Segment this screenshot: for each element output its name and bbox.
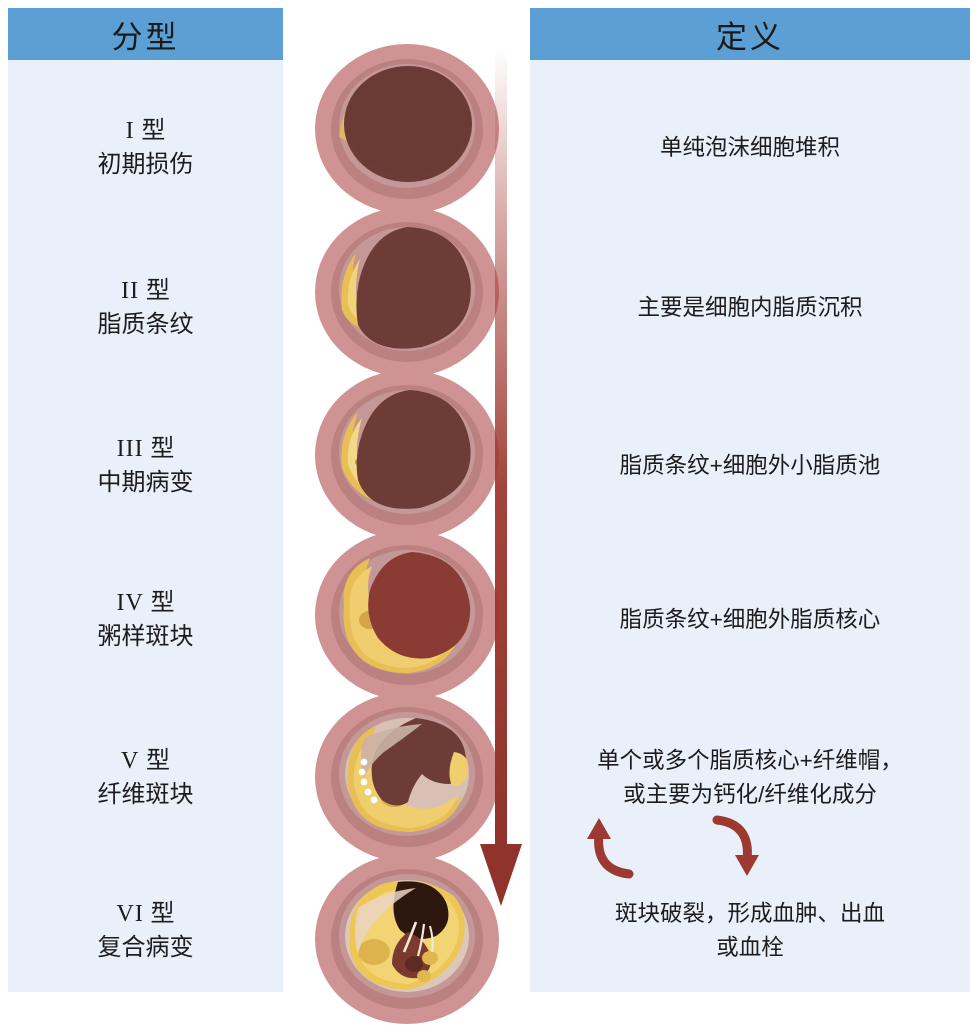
- type-name-4: 粥样斑块: [97, 623, 194, 650]
- roman-numeral-5: V: [120, 747, 140, 774]
- vessel-svg-5: [314, 692, 499, 862]
- type-cell-5: V 型 纤维斑块: [8, 698, 283, 858]
- definition-cell-1: 单纯泡沫细胞堆积: [530, 68, 970, 228]
- roman-numeral-6: VI: [116, 900, 144, 927]
- type-cell-3: III 型 中期病变: [8, 386, 283, 546]
- definition-cell-2: 主要是细胞内脂质沉积: [530, 228, 970, 388]
- type-cell-4: IV 型 粥样斑块: [8, 540, 283, 700]
- regression-curved-arrow-icon: [587, 818, 634, 879]
- vessel-cross-section-3: [312, 368, 502, 548]
- progression-arrow-icon: [480, 48, 522, 906]
- roman-numeral-1: I: [125, 117, 135, 144]
- definition-text-1-line-1: 单纯泡沫细胞堆积: [659, 135, 840, 161]
- roman-numeral-2: II: [121, 277, 140, 304]
- definition-cell-4: 脂质条纹+细胞外脂质核心: [530, 540, 970, 700]
- vessel-svg-6: [314, 854, 499, 1024]
- definition-cell-3: 脂质条纹+细胞外小脂质池: [530, 386, 970, 546]
- definition-text-6-line-1: 斑块破裂，形成血肿、出血: [614, 901, 885, 927]
- roman-suffix-6: 型: [150, 899, 175, 927]
- definition-text-5-line-2: 或主要为钙化/纤维化成分: [623, 782, 877, 807]
- vessel-svg-2: [314, 207, 499, 377]
- type-name-6: 复合病变: [97, 934, 194, 961]
- definition-cell-5: 单个或多个脂质核心+纤维帽， 或主要为钙化/纤维化成分: [530, 698, 970, 858]
- type-column-header: 分型: [8, 8, 283, 60]
- progression-curved-arrow-icon: [712, 815, 759, 876]
- type-roman-line-3: III 型: [117, 432, 175, 466]
- type-cell-1: I 型 初期损伤: [8, 68, 283, 228]
- roman-suffix-1: 型: [141, 116, 166, 144]
- type-name-5: 纤维斑块: [97, 781, 194, 808]
- type-cell-6: VI 型 复合病变: [8, 856, 283, 1006]
- vessel-svg-1: [314, 44, 499, 214]
- type-name-1: 初期损伤: [97, 151, 194, 178]
- definition-column-header-label: 定义: [716, 19, 784, 55]
- definition-text-4-line-1: 脂质条纹+细胞外脂质核心: [619, 607, 881, 633]
- definition-text-3-line-1: 脂质条纹+细胞外小脂质池: [619, 453, 881, 479]
- type-column: 分型 I 型 初期损伤 II 型 脂质条纹 III 型 中期病变 IV 型 粥样…: [8, 8, 283, 992]
- type-name-2: 脂质条纹: [97, 311, 194, 338]
- definition-column-header: 定义: [530, 8, 970, 60]
- definition-text-5-line-1: 单个或多个脂质核心+纤维帽，: [597, 748, 903, 774]
- definition-text-2-line-1: 主要是细胞内脂质沉积: [637, 295, 863, 321]
- roman-numeral-3: III: [116, 435, 144, 462]
- roman-suffix-4: 型: [150, 588, 175, 616]
- vessel-cross-section-5: [312, 690, 502, 870]
- roman-suffix-5: 型: [146, 746, 170, 774]
- type-roman-line-4: IV 型: [117, 586, 175, 620]
- type-roman-line-5: V 型: [121, 744, 170, 778]
- type-column-header-label: 分型: [111, 19, 180, 55]
- type-roman-line-6: VI 型: [117, 897, 175, 931]
- type-roman-line-2: II 型: [121, 274, 170, 308]
- vessel-cross-section-1: [312, 42, 502, 222]
- type-cell-2: II 型 脂质条纹: [8, 228, 283, 388]
- vessel-cross-section-4: [312, 528, 502, 708]
- definition-text-6-line-2: 或血栓: [716, 935, 784, 960]
- type-roman-line-1: I 型: [126, 114, 166, 148]
- definition-cell-6: 斑块破裂，形成血肿、出血 或血栓: [530, 856, 970, 1006]
- roman-suffix-3: 型: [150, 434, 175, 462]
- vessel-svg-4: [314, 530, 499, 700]
- vessel-cross-section-2: [312, 205, 502, 385]
- vessel-svg-3: [314, 370, 499, 540]
- vessel-cross-section-6: [312, 852, 502, 1032]
- roman-numeral-4: IV: [116, 589, 144, 616]
- vessel-illustration-panel: [283, 0, 759, 1024]
- type-name-3: 中期病变: [97, 469, 194, 496]
- roman-suffix-2: 型: [145, 276, 170, 304]
